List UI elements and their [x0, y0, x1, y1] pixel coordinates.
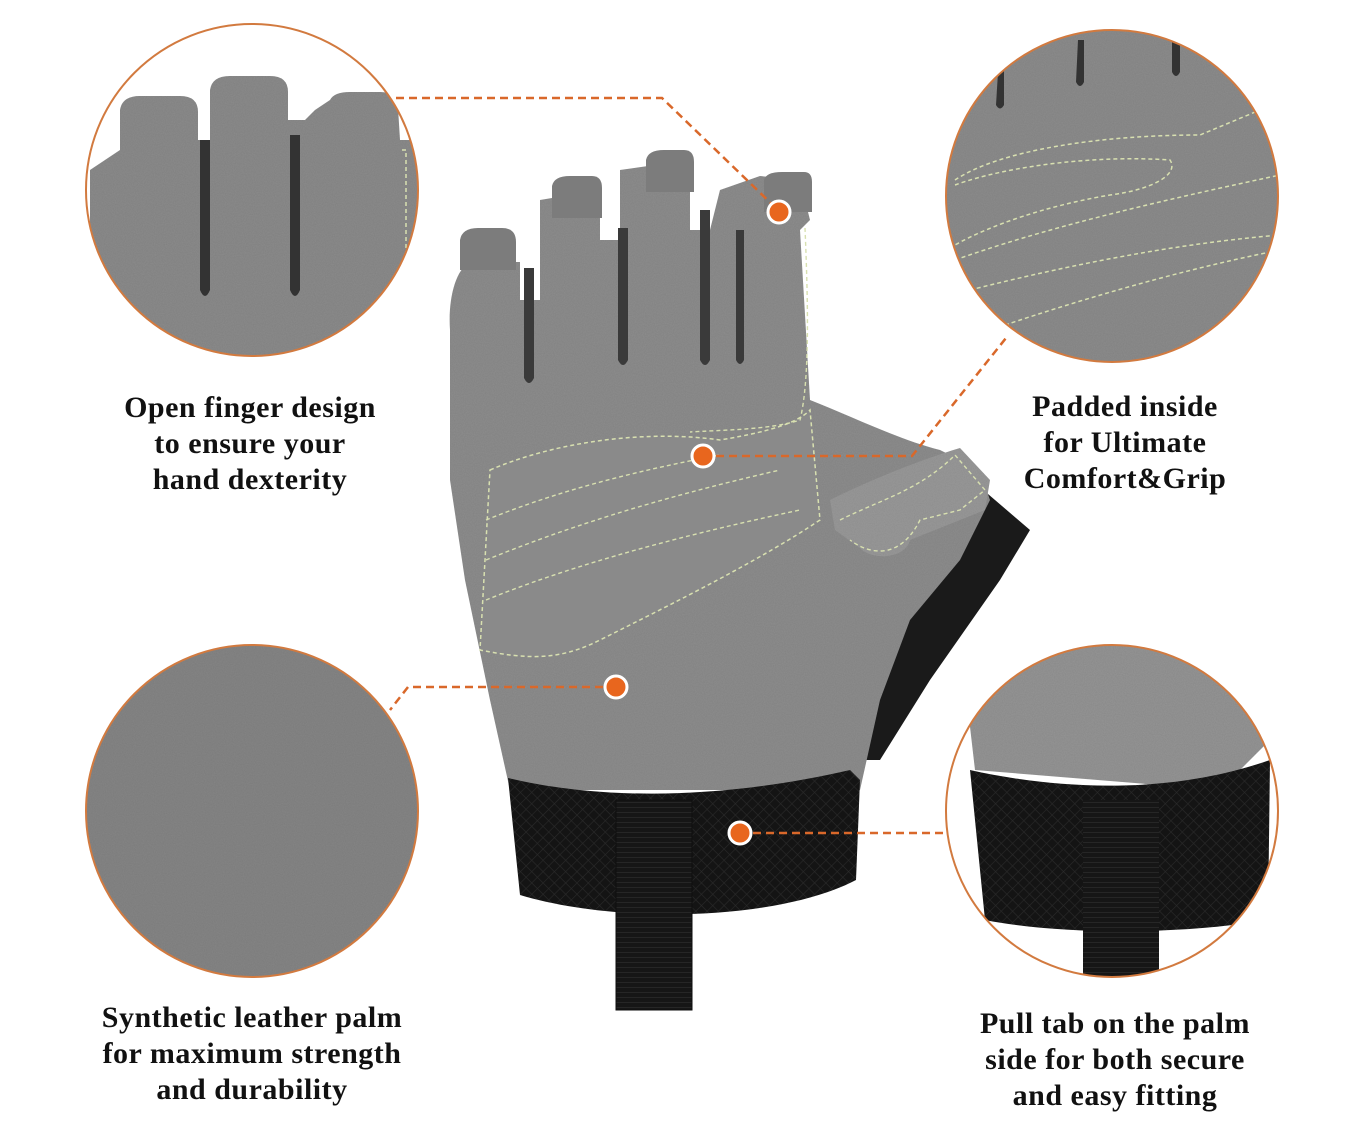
caption-line: Pull tab on the palm [979, 1007, 1251, 1040]
caption-line: hand dexterity [152, 463, 348, 496]
hotspot-pull-tab-icon [727, 820, 753, 846]
connectors [389, 96, 1007, 835]
caption-pull-tab: Pull tab on the palm side for both secur… [940, 1006, 1290, 1114]
caption-synthetic-leather: Synthetic leather palm for maximum stren… [62, 1000, 442, 1108]
connector-padded-inside [703, 337, 1007, 458]
hotspot-open-finger-icon [766, 199, 792, 225]
connector-synthetic-leather [389, 685, 616, 711]
caption-open-finger: Open finger design to ensure your hand d… [80, 390, 420, 498]
connector-open-finger [396, 96, 781, 213]
caption-line: for maximum strength [102, 1037, 402, 1070]
hotspot-padded-inside-icon [690, 443, 716, 469]
caption-line: and easy fitting [1012, 1079, 1218, 1112]
detail-circle-padding [946, 30, 1278, 362]
detail-circle-wrist-strap [946, 645, 1278, 977]
caption-line: Synthetic leather palm [101, 1001, 403, 1034]
caption-line: Comfort&Grip [1023, 462, 1227, 495]
glove [449, 150, 1030, 1011]
detail-circle-leather [86, 645, 418, 977]
caption-line: Padded inside [1032, 390, 1218, 423]
caption-line: for Ultimate [1043, 426, 1207, 459]
detail-circle-fingers [86, 24, 418, 356]
caption-line: to ensure your [154, 427, 346, 460]
caption-line: side for both secure [985, 1043, 1245, 1076]
caption-padded-inside: Padded inside for Ultimate Comfort&Grip [990, 389, 1260, 497]
hotspots [603, 199, 792, 846]
caption-line: Open finger design [124, 391, 376, 424]
caption-line: and durability [156, 1073, 348, 1106]
hotspot-synthetic-leather-icon [603, 674, 629, 700]
